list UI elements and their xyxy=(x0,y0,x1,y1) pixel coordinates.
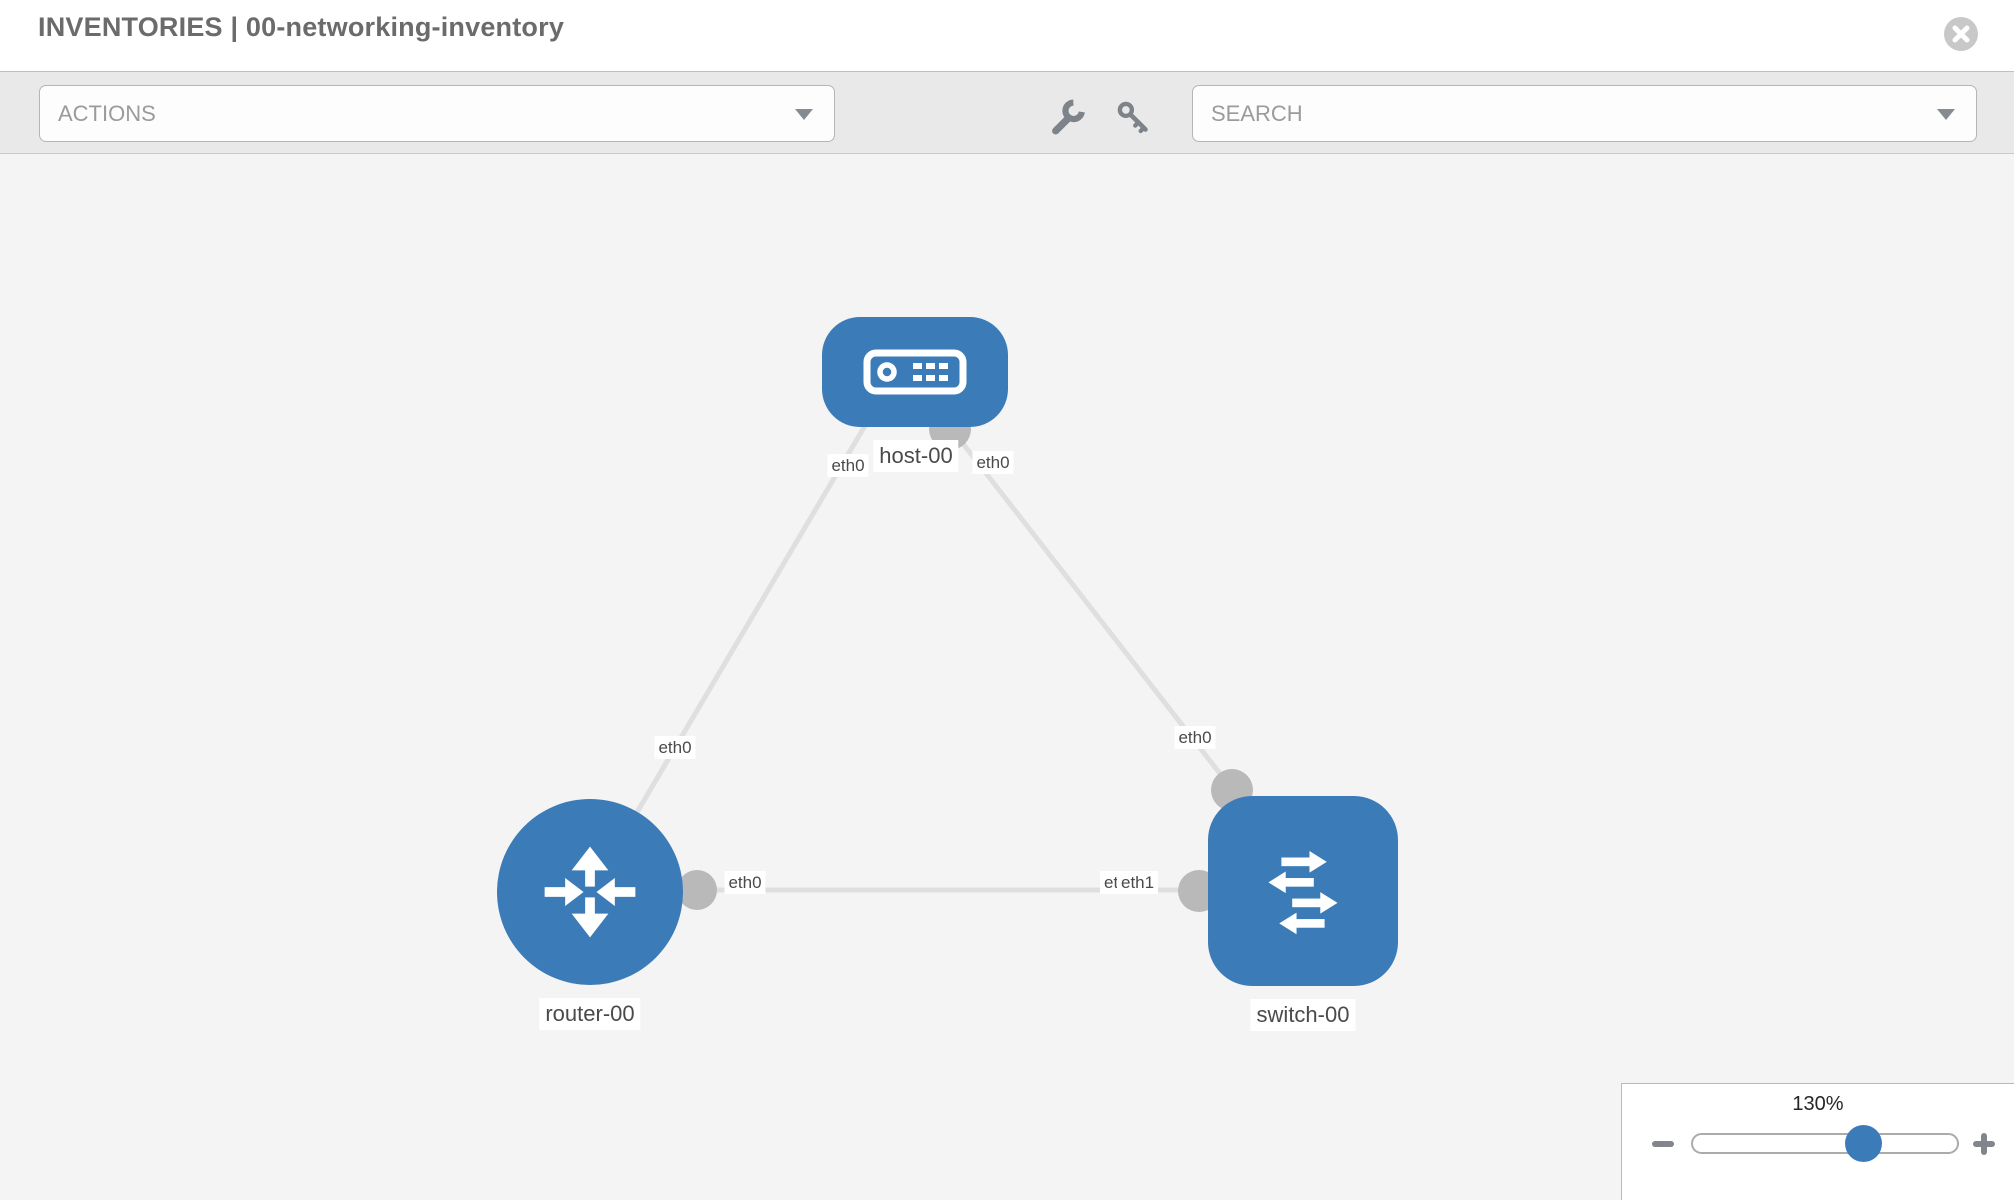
zoom-out-button[interactable] xyxy=(1651,1132,1675,1156)
search-dropdown[interactable]: SEARCH xyxy=(1192,85,1977,142)
links-layer xyxy=(587,408,1253,912)
toolbar: ACTIONS SEARCH xyxy=(0,71,2014,154)
interface-label-router-eth0-to-host: eth0 xyxy=(654,736,696,760)
router-icon xyxy=(544,846,636,938)
switch-icon xyxy=(1268,851,1338,935)
zoom-level-text: 130% xyxy=(1792,1093,1844,1115)
actions-dropdown[interactable]: ACTIONS xyxy=(39,85,835,142)
wrench-icon xyxy=(1052,99,1085,135)
interface-label-switch-eth0-to-host: eth0 xyxy=(1174,726,1216,750)
node-router-00[interactable] xyxy=(497,799,683,985)
node-host-00[interactable] xyxy=(822,317,1008,427)
chevron-down-icon xyxy=(1937,108,1955,120)
host-icon xyxy=(863,349,967,395)
minus-icon xyxy=(1652,1141,1674,1147)
close-button[interactable] xyxy=(1944,17,1978,51)
plus-icon xyxy=(1973,1133,1995,1155)
topology-canvas[interactable]: host-00 router-00 switch-00 eth0 eth0 et… xyxy=(0,154,2014,1200)
node-label-switch: switch-00 xyxy=(1250,999,1356,1031)
zoom-in-button[interactable] xyxy=(1972,1132,1996,1156)
zoom-control-panel: 130% xyxy=(1621,1083,2014,1200)
key-button[interactable] xyxy=(1115,99,1152,136)
interface-label-router-eth0-to-switch: eth0 xyxy=(724,871,766,895)
wrench-button[interactable] xyxy=(1049,99,1086,136)
interface-label-host-eth0-to-router: eth0 xyxy=(827,454,869,478)
interface-connector-router[interactable] xyxy=(677,870,717,910)
zoom-slider-track[interactable] xyxy=(1691,1133,1959,1154)
page-title: INVENTORIES | 00-networking-inventory xyxy=(38,12,565,42)
chevron-down-icon xyxy=(795,108,813,120)
zoom-slider-thumb[interactable] xyxy=(1845,1125,1882,1162)
search-dropdown-label: SEARCH xyxy=(1211,100,1303,126)
node-label-router: router-00 xyxy=(539,998,641,1030)
node-label-host: host-00 xyxy=(873,440,959,472)
node-switch-00[interactable] xyxy=(1208,796,1398,986)
interface-label-host-eth0-to-switch: eth0 xyxy=(972,451,1014,475)
close-icon xyxy=(1944,17,1978,51)
panel-header: INVENTORIES | 00-networking-inventory xyxy=(0,0,2014,71)
actions-dropdown-label: ACTIONS xyxy=(58,100,156,126)
key-icon xyxy=(1117,101,1148,134)
interface-label-switch-eth1: eth1 xyxy=(1117,871,1159,895)
